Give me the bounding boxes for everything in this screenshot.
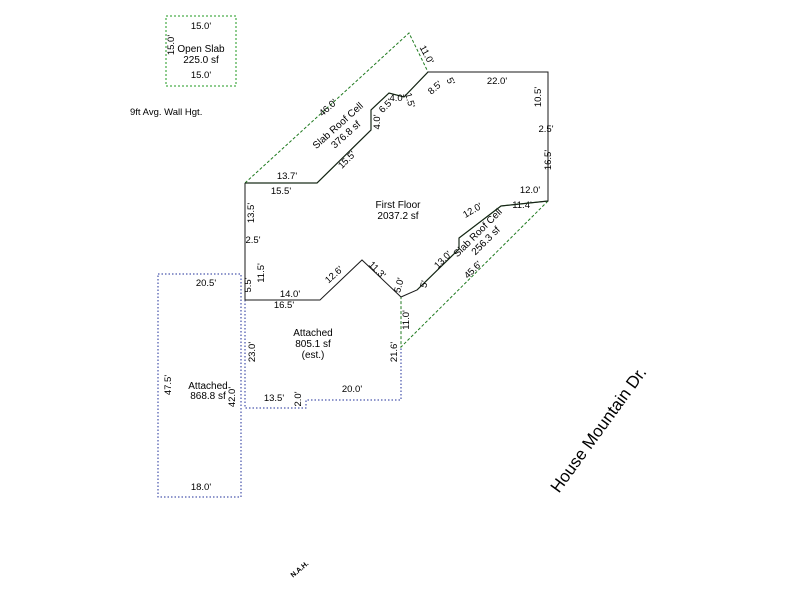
ff-upper-step-dim: 13.7' [277, 171, 297, 182]
ff-diag-upper-dim: 15.5' [336, 149, 358, 171]
ff-upper-left-dim: 15.5' [271, 186, 291, 197]
ff-lower-step-dim: 12.0' [461, 201, 484, 221]
attached-center-area: 805.1 sf [295, 339, 331, 350]
open-slab-left-dim: 15.0' [166, 35, 177, 55]
attached-left-bottom-dim: 18.0' [191, 482, 211, 493]
attached-left-top-dim: 20.5' [196, 278, 216, 289]
ff-notch5-dim: 8.5' [426, 79, 445, 97]
open-slab-name: Open Slab [177, 44, 225, 55]
attached-center-right-dim: 21.6' [389, 342, 400, 362]
ff-right4-dim: 12.0' [520, 185, 540, 196]
ff-left3-dim: 11.5' [256, 263, 267, 283]
slab-roof-lower-outline [400, 200, 549, 349]
wall-height-note: 9ft Avg. Wall Hgt. [130, 107, 202, 118]
attached-center-bottom-right-dim: 20.0' [342, 384, 362, 395]
ff-inner1-dim: 5.0' [392, 277, 407, 295]
attached-left-outline [157, 273, 242, 498]
attached-left-name: Attached [188, 381, 227, 392]
street-label: House Mountain Dr. [547, 363, 651, 496]
attached-left-left-dim: 47.5' [163, 375, 174, 395]
attached-left-area: 868.8 sf [190, 391, 226, 402]
first-floor-area: 2037.2 sf [377, 211, 418, 222]
ff-top-dim: 22.0' [487, 76, 507, 87]
slab-roof-lower-bottom-dim: 11.0' [401, 310, 412, 330]
open-slab-area: 225.0 sf [183, 55, 219, 66]
slab-roof-upper-outer-dim: 46.0' [317, 97, 340, 119]
attached-left-inner-dim: 42.0' [227, 387, 238, 407]
ff-left2-dim: 2.5' [245, 235, 260, 246]
ff-notch2-dim: 4.0' [372, 114, 383, 129]
attached-center-name: Attached [293, 328, 332, 339]
first-floor-name: First Floor [376, 200, 422, 211]
open-slab-outline [165, 15, 237, 87]
ff-peak-right-dim: 11.3' [366, 259, 388, 281]
slab-roof-lower-right-dim: 11.4' [512, 200, 532, 211]
attached-center-bottom-left-dim: 13.5' [264, 393, 284, 404]
ff-left4-dim: 5.5' [243, 277, 254, 292]
first-floor-outline [244, 71, 549, 301]
ff-right1-dim: 10.5' [533, 87, 544, 107]
attached-center-note: (est.) [302, 350, 325, 361]
ff-notch4-dim: 4.0' [389, 93, 404, 104]
attached-center-outline [244, 300, 402, 409]
open-slab-top-dim: 15.0' [191, 21, 211, 32]
ff-bottom1-dim: 14.0' [280, 289, 300, 300]
nah-note: N.A.H. [290, 560, 311, 579]
ff-left1-dim: 13.5' [246, 203, 257, 223]
ff-inner2-dim: 5' [418, 279, 431, 289]
ff-right3-dim: 16.5' [543, 150, 554, 170]
ff-right2-dim: 2.5' [538, 124, 553, 135]
open-slab-bottom-dim: 15.0' [191, 70, 211, 81]
attached-center-step-dim: 2.0' [293, 391, 304, 406]
ff-notch6-dim: 5' [444, 76, 457, 88]
attached-center-left-dim: 23.0' [247, 342, 258, 362]
ff-peak-left-dim: 12.6' [323, 264, 346, 286]
ff-notch3-dim: 1.5' [402, 92, 417, 110]
ff-bottom2-dim: 16.5' [274, 300, 294, 311]
slab-roof-lower-outer-dim: 45.6' [462, 259, 484, 281]
slab-roof-upper-outline [244, 32, 429, 184]
